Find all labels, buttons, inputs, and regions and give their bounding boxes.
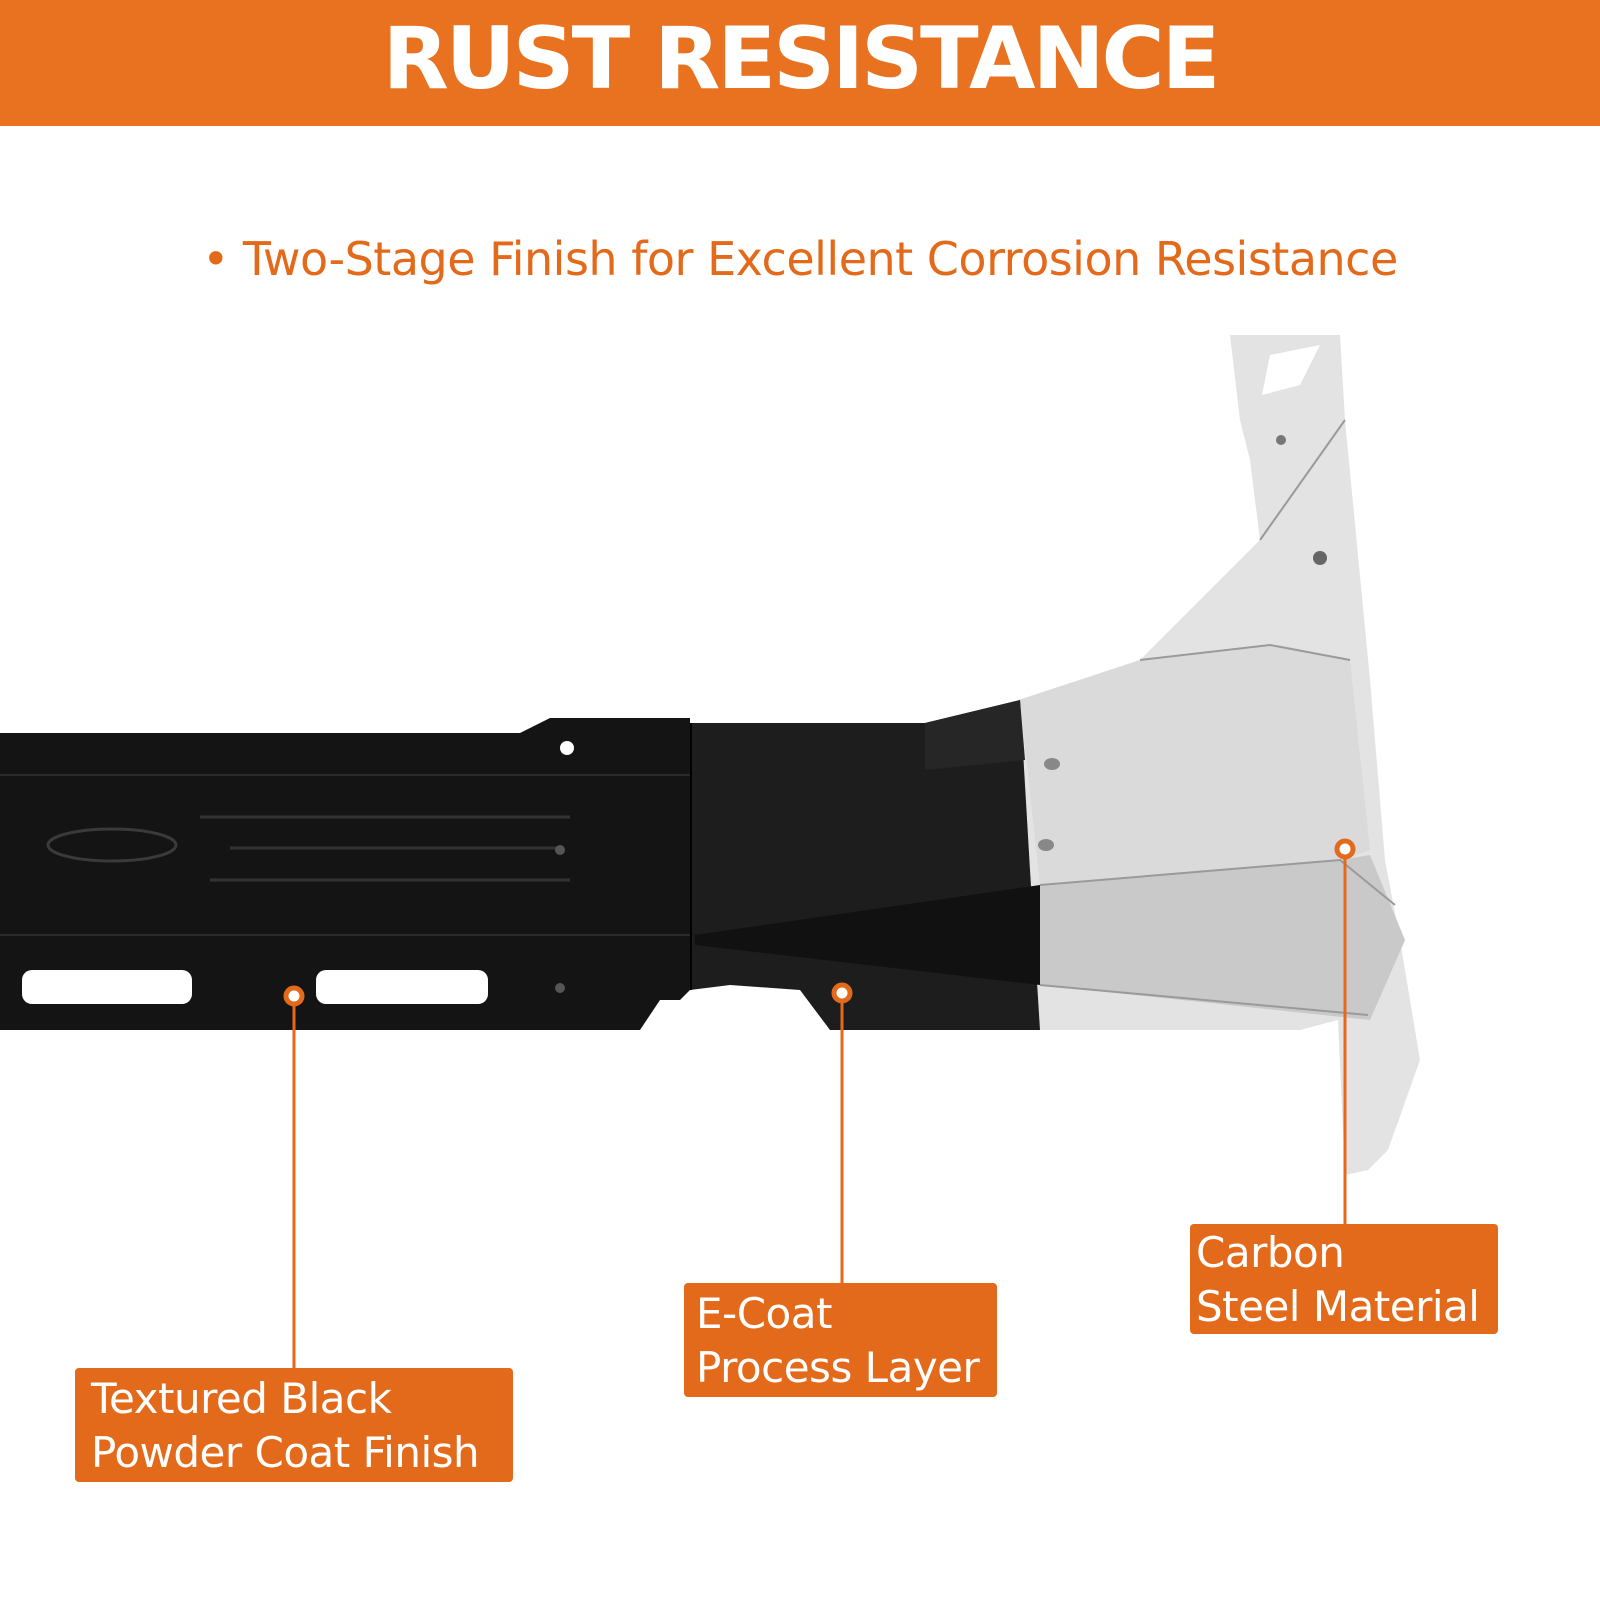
leader-dot-ecoat <box>831 982 853 1004</box>
subtitle-text: Two-Stage Finish for Excellent Corrosion… <box>242 232 1398 286</box>
brand-emblem <box>46 827 178 863</box>
mounting-slot-1 <box>22 970 192 1004</box>
steel-hole-2 <box>1313 551 1327 565</box>
steel-hole-1 <box>1276 435 1286 445</box>
steel-face-lower <box>1040 855 1405 1020</box>
steel-hole-3 <box>1044 758 1060 770</box>
powder-coat-section <box>0 718 690 1030</box>
callout-leaders <box>283 838 1356 1368</box>
header-banner: RUST RESISTANCE <box>0 0 1600 126</box>
callout-ecoat-line1: E-Coat <box>696 1289 832 1338</box>
page-title: RUST RESISTANCE <box>382 9 1221 109</box>
callout-carbon-line2: Steel Material <box>1196 1282 1480 1331</box>
mounting-slot-2 <box>316 970 488 1004</box>
powder-hole-2 <box>555 845 565 855</box>
steel-face-upper <box>1020 645 1370 885</box>
callout-powder-line2: Powder Coat Finish <box>91 1428 480 1477</box>
ecoat-section <box>688 700 1040 1030</box>
steel-hole-4 <box>1038 839 1054 851</box>
powder-body <box>0 718 690 1030</box>
steel-edge-4 <box>1259 419 1346 541</box>
leader-dot-carbon <box>1334 838 1356 860</box>
bare-steel-section <box>1018 335 1420 1175</box>
callout-powder-coat: Textured Black Powder Coat Finish <box>75 1368 513 1482</box>
powder-hole-3 <box>555 983 565 993</box>
ecoat-top-facet <box>925 700 1025 770</box>
feature-subtitle: •Two-Stage Finish for Excellent Corrosio… <box>0 236 1600 282</box>
callout-ecoat-line2: Process Layer <box>696 1343 980 1392</box>
callout-carbon-steel: Carbon Steel Material <box>1190 1224 1498 1334</box>
callout-carbon-line1: Carbon <box>1196 1228 1345 1277</box>
steel-edge-3 <box>1039 984 1369 1016</box>
bullet-icon: • <box>202 232 229 286</box>
steel-notch <box>1262 345 1320 395</box>
callout-ecoat-layer: E-Coat Process Layer <box>684 1283 997 1397</box>
leader-dot-powder <box>283 985 305 1007</box>
steel-edge-2 <box>1039 858 1396 906</box>
steel-edge-1 <box>1139 643 1351 661</box>
callout-powder-line1: Textured Black <box>91 1374 392 1423</box>
ecoat-lower-face <box>695 885 1040 985</box>
powder-hole-1 <box>560 741 574 755</box>
